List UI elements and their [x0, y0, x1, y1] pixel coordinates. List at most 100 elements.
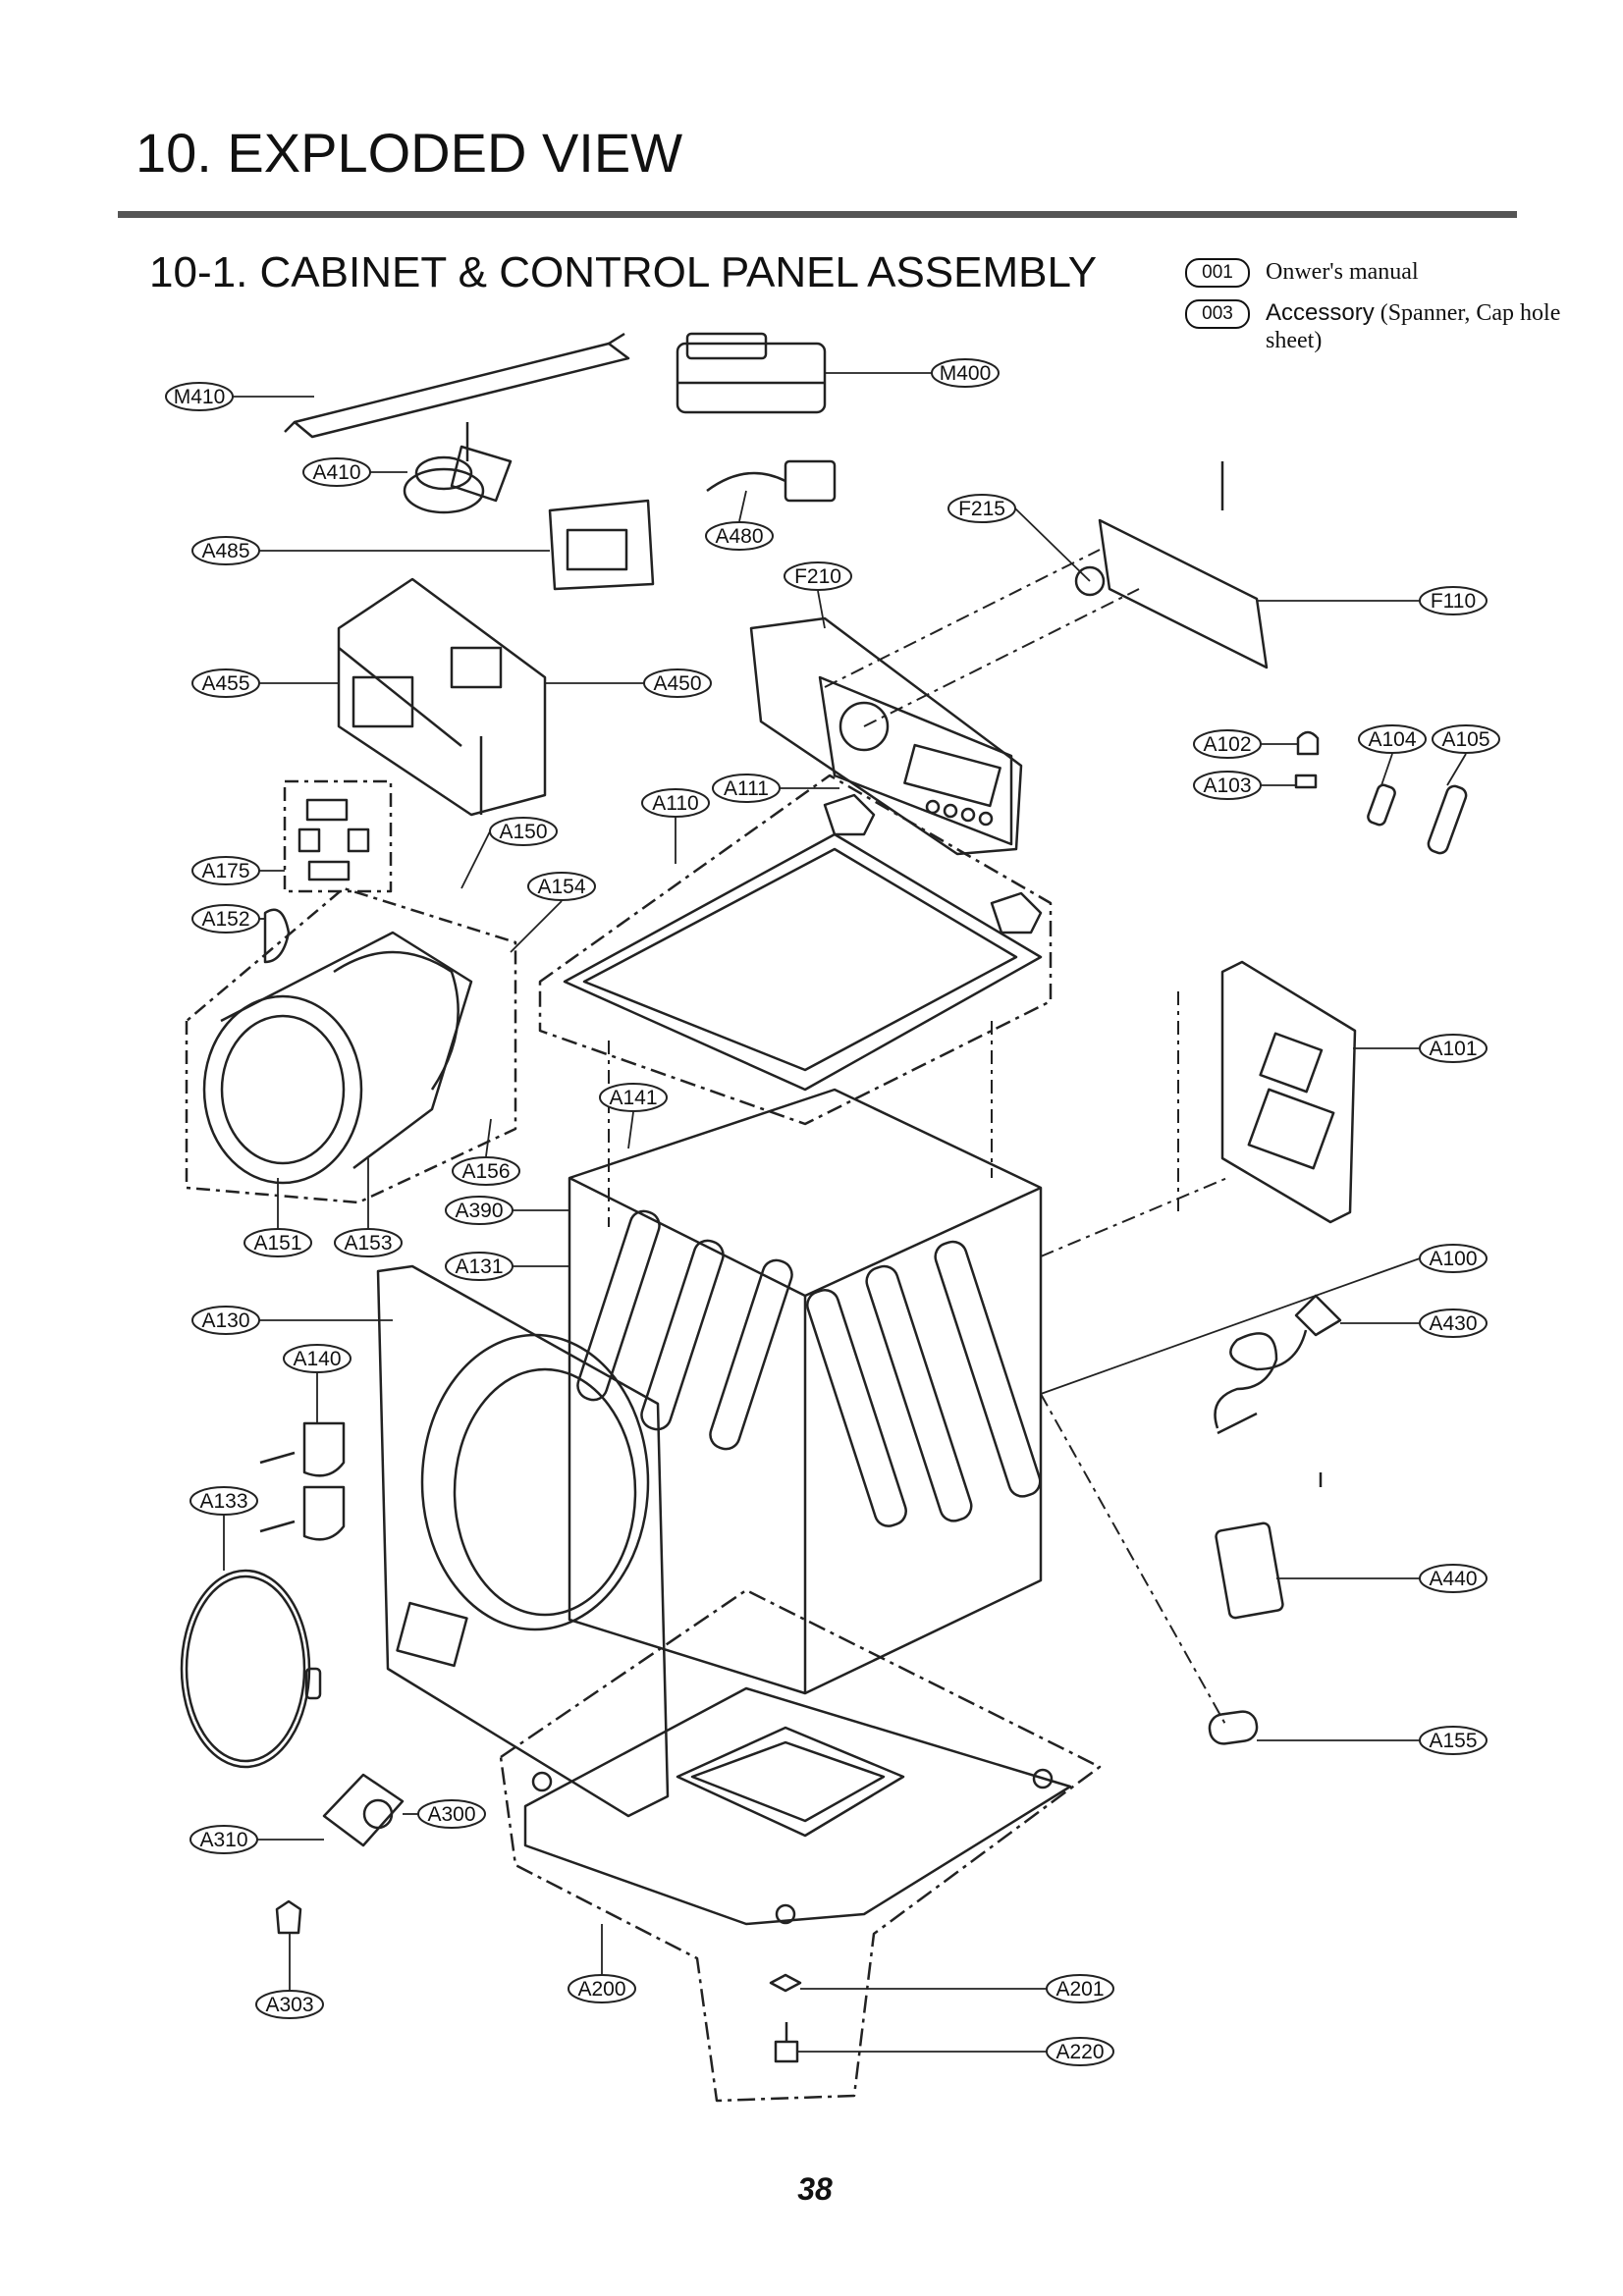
callout-oval: [255, 1990, 324, 2019]
base-part: [499, 1588, 1102, 2103]
small-fasteners-parts: [1294, 730, 1468, 855]
callout-oval: [1419, 1034, 1488, 1063]
callout-a103: A103: [1193, 771, 1296, 800]
top-bracket-part: [284, 332, 630, 439]
callout-f210: F210: [784, 561, 852, 629]
callout-label: A153: [344, 1232, 392, 1255]
sensor-part: [706, 459, 837, 503]
callout-label: M410: [174, 386, 226, 408]
callout-oval: [1046, 2037, 1114, 2066]
callout-oval: [452, 1156, 520, 1186]
callout-a140: A140: [283, 1344, 352, 1423]
callout-oval: [643, 668, 712, 698]
leader-line: [817, 590, 826, 629]
callout-oval: [1419, 1726, 1488, 1755]
callout-oval: [191, 536, 260, 565]
callout-a155: A155: [1257, 1726, 1488, 1755]
callout-label: A104: [1368, 728, 1416, 751]
callout-a485: A485: [191, 536, 550, 565]
callout-oval: [1193, 729, 1262, 759]
callout-label: A151: [253, 1232, 301, 1255]
leader-line: [738, 490, 747, 522]
assembly-guide-lines: [608, 549, 1228, 1729]
callout-a130: A130: [191, 1306, 393, 1335]
callout-label: A133: [199, 1490, 247, 1513]
callout-label: A455: [201, 672, 249, 695]
noise-filter-part: [1215, 1472, 1323, 1620]
callout-oval: [1419, 586, 1488, 615]
handle-part: [263, 908, 291, 964]
callout-oval: [705, 521, 774, 551]
top-plate-part: [538, 774, 1053, 1126]
main-pcb-part: [337, 577, 547, 817]
callout-label: A105: [1441, 728, 1489, 751]
callout-label: A220: [1055, 2041, 1104, 2063]
callout-oval: [489, 817, 558, 846]
callout-m410: M410: [165, 382, 314, 411]
callout-label: A201: [1055, 1978, 1104, 2001]
callout-f110: F110: [1257, 586, 1488, 615]
callout-oval: [191, 1306, 260, 1335]
callout-label: A310: [199, 1829, 247, 1851]
callout-a175: A175: [191, 856, 285, 885]
note-accessory-label: Accessory: [1266, 299, 1375, 326]
callout-a480: A480: [705, 490, 774, 551]
callout-a156: A156: [452, 1118, 520, 1186]
section-title: 10-1. CABINET & CONTROL PANEL ASSEMBLY: [149, 248, 1098, 296]
callout-label: A200: [577, 1978, 625, 2001]
power-cord-part: [1214, 1294, 1342, 1435]
callout-label: A440: [1429, 1568, 1477, 1590]
callout-a141: A141: [599, 1083, 668, 1149]
callout-oval: [189, 1825, 258, 1854]
callout-a440: A440: [1276, 1564, 1488, 1593]
callout-oval: [1193, 771, 1262, 800]
callout-label: A131: [455, 1255, 503, 1278]
leveling-foot-part: [769, 1973, 802, 2063]
callout-oval: [568, 1974, 636, 2003]
hinge-part: [259, 1421, 346, 1541]
callout-a101: A101: [1353, 1034, 1488, 1063]
callout-label: A175: [201, 860, 249, 882]
callout-oval: [931, 358, 1000, 388]
callout-label: A450: [653, 672, 701, 695]
callout-a303: A303: [255, 1934, 324, 2019]
callout-label: A102: [1203, 733, 1251, 756]
leader-line: [510, 900, 563, 953]
note-accessory-detail: (Spanner, Cap hole sheet): [1266, 300, 1561, 353]
callout-oval: [784, 561, 852, 591]
callout-label: A101: [1429, 1038, 1477, 1060]
callout-label: A155: [1429, 1730, 1477, 1752]
callout-a450: A450: [545, 668, 712, 698]
callout-a390: A390: [445, 1196, 569, 1225]
callout-label: A130: [201, 1309, 249, 1332]
callout-a110: A110: [641, 788, 710, 864]
callout-label: A303: [265, 1994, 313, 2016]
callout-a201: A201: [800, 1974, 1114, 2003]
callout-a300: A300: [403, 1799, 486, 1829]
callout-label: A141: [609, 1087, 657, 1109]
callout-a455: A455: [191, 668, 339, 698]
callout-oval: [1432, 724, 1500, 754]
callout-a410: A410: [302, 457, 407, 487]
service-cover-part: [275, 1773, 405, 1935]
callout-oval: [191, 668, 260, 698]
callout-oval: [165, 382, 234, 411]
callout-label: A100: [1429, 1248, 1477, 1270]
callout-oval: [947, 494, 1016, 523]
callout-a102: A102: [1193, 729, 1298, 759]
leader-line: [627, 1111, 634, 1149]
note-code-badge: 001: [1185, 258, 1250, 288]
callout-oval: [527, 872, 596, 901]
front-panel-part: [376, 1264, 670, 1818]
callout-oval: [641, 788, 710, 818]
callout-oval: [1046, 1974, 1114, 2003]
callout-oval: [243, 1228, 312, 1257]
callout-a310: A310: [189, 1825, 324, 1854]
callout-oval: [1419, 1244, 1488, 1273]
callout-a104: A104: [1358, 724, 1427, 786]
callout-f215: F215: [947, 494, 1091, 582]
callout-oval: [302, 457, 371, 487]
module-box-part: [548, 499, 655, 591]
door-assembly-part: [185, 886, 517, 1204]
